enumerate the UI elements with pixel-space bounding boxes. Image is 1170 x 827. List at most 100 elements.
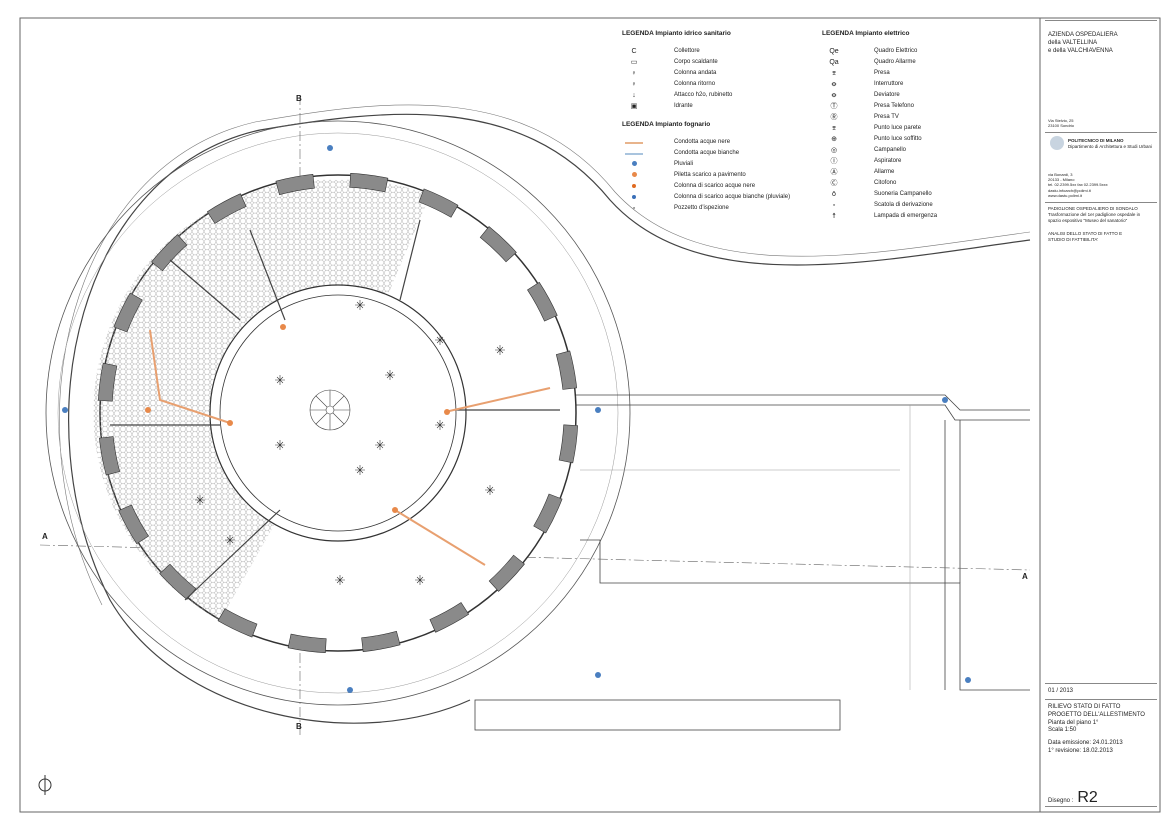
legend-label: Campanello — [874, 147, 907, 153]
legend-symbol-icon: Ⓐ — [830, 168, 838, 176]
legend-item: Ⓒ Citofono — [822, 178, 937, 189]
ceiling-light-icon — [385, 370, 395, 380]
legend-label: Colonna andata — [674, 70, 717, 76]
wall-pier — [418, 188, 459, 218]
legend-item: ♀Colonna ritorno — [622, 79, 732, 90]
legend-symbol-icon: ⊕ — [831, 135, 837, 143]
ceiling-light-icon — [275, 440, 285, 450]
legend-label: Scatola di derivazione — [874, 202, 933, 208]
sheet-border — [19, 17, 1161, 813]
wall-pier — [98, 436, 121, 476]
section-mark-b-top: B — [296, 94, 302, 103]
wall-pier — [97, 362, 118, 402]
legend-label: Aspiratore — [874, 158, 902, 164]
ceiling-light-icon — [355, 300, 365, 310]
drain-lines — [149, 329, 551, 566]
legend-symbol-icon: Ⓘ — [830, 157, 838, 165]
legend-label: Quadro Allarme — [874, 59, 916, 65]
legend-item: Piletta scarico a pavimento — [622, 170, 790, 181]
legend-label: Collettore — [674, 48, 700, 54]
perimeter-walls — [97, 172, 579, 654]
legend-item: Ⓘ Aspiratore — [822, 156, 937, 167]
adjacent-building — [474, 394, 1030, 731]
university-seal — [1050, 136, 1064, 150]
wall-pier — [206, 193, 247, 224]
legend-label: Citofono — [874, 180, 897, 186]
legend-item: ◎Campanello — [822, 145, 937, 156]
wall-pier — [349, 172, 389, 193]
legend-symbol-icon: ☨ — [832, 212, 836, 220]
legend-symbol-icon: ♀ — [631, 69, 637, 77]
legend-label: Pluviali — [674, 161, 694, 167]
legend-symbol-icon: ꝋ — [831, 80, 837, 88]
outer-terrace-curve — [68, 113, 1031, 724]
partition-walls — [110, 219, 560, 601]
ceiling-light-icon — [375, 440, 385, 450]
legend-item: Condotta acque bianche — [622, 148, 790, 159]
legend-item: ▣Idrante — [622, 101, 732, 112]
legend-symbol-icon: ↓ — [632, 91, 636, 99]
legend-item: Colonna di scarico acque bianche (pluvia… — [622, 192, 790, 203]
ceiling-light-icon — [195, 495, 205, 505]
legend-item: ▭ Corpo scaldante — [622, 57, 732, 68]
legend-symbol-icon: ▫ — [632, 204, 636, 212]
legend-item: ▫ Scatola di derivazione — [822, 200, 937, 211]
ceiling-light-icon — [335, 575, 345, 585]
wall-pier — [287, 633, 327, 654]
legend-label: Corpo scaldante — [674, 59, 718, 65]
legend-symbol-icon: ▣ — [630, 102, 638, 110]
legend-item: Pluviali — [622, 159, 790, 170]
legend-item: Colonna di scarico acque nere — [622, 181, 790, 192]
legend-symbol-icon: ▫ — [832, 201, 836, 209]
legend-symbol-icon: ⌆ — [831, 69, 837, 77]
ceiling-light-icon — [355, 465, 365, 475]
legend-label: Attacco h2o, rubinetto — [674, 92, 733, 98]
legend-label: Pozzetto d'ispezione — [674, 205, 729, 211]
legend-label: Colonna di scarico acque bianche (pluvia… — [674, 194, 791, 200]
downpipes — [62, 145, 971, 693]
outer-terrace-ring — [45, 120, 631, 706]
legend-item: ⌆Presa — [822, 68, 937, 79]
legend-label: Punto luce soffitto — [874, 136, 922, 142]
legend-symbol-icon — [622, 139, 646, 146]
legend-title: LEGENDA Impianto elettrico — [822, 30, 910, 37]
legend-symbol-icon: Qe — [829, 47, 839, 55]
legend-symbol-icon: Ⓒ — [830, 179, 838, 187]
legend-symbol-icon — [622, 171, 646, 179]
wall-pier — [361, 630, 401, 653]
legend-label: Condotta acque nere — [674, 139, 731, 145]
ceiling-light-icon — [485, 485, 495, 495]
legend-label: Suoneria Campanello — [874, 191, 932, 197]
wall-pier — [429, 602, 470, 633]
ceiling-light-icon — [435, 335, 445, 345]
legend-symbol-icon: ꝋ — [831, 91, 837, 99]
legend-label: Presa Telefono — [874, 103, 914, 109]
inner-ring — [209, 284, 467, 542]
legend-symbol-icon — [622, 183, 646, 190]
drawing-number: 01 / 2013 — [1048, 688, 1074, 694]
legend-label: Allarme — [874, 169, 895, 175]
legend-title: LEGENDA Impianto fognario — [622, 121, 711, 128]
legend-symbol-icon: C — [631, 47, 637, 55]
wall-pier — [118, 504, 149, 545]
wall-pier — [558, 424, 579, 464]
wall-pier — [275, 173, 315, 196]
legend-symbol-icon: ▭ — [630, 58, 638, 66]
wall-pier — [555, 350, 578, 390]
legend-label: Presa TV — [874, 114, 899, 120]
section-mark-a-right: A — [1022, 572, 1028, 581]
legend-item: ♀ Colonna andata — [622, 68, 732, 79]
ceiling-light-icon — [415, 575, 425, 585]
wall-pier — [527, 281, 558, 322]
legend-symbol-icon: ♀ — [631, 80, 637, 88]
legend-symbol-icon: ⌆ — [831, 124, 837, 132]
